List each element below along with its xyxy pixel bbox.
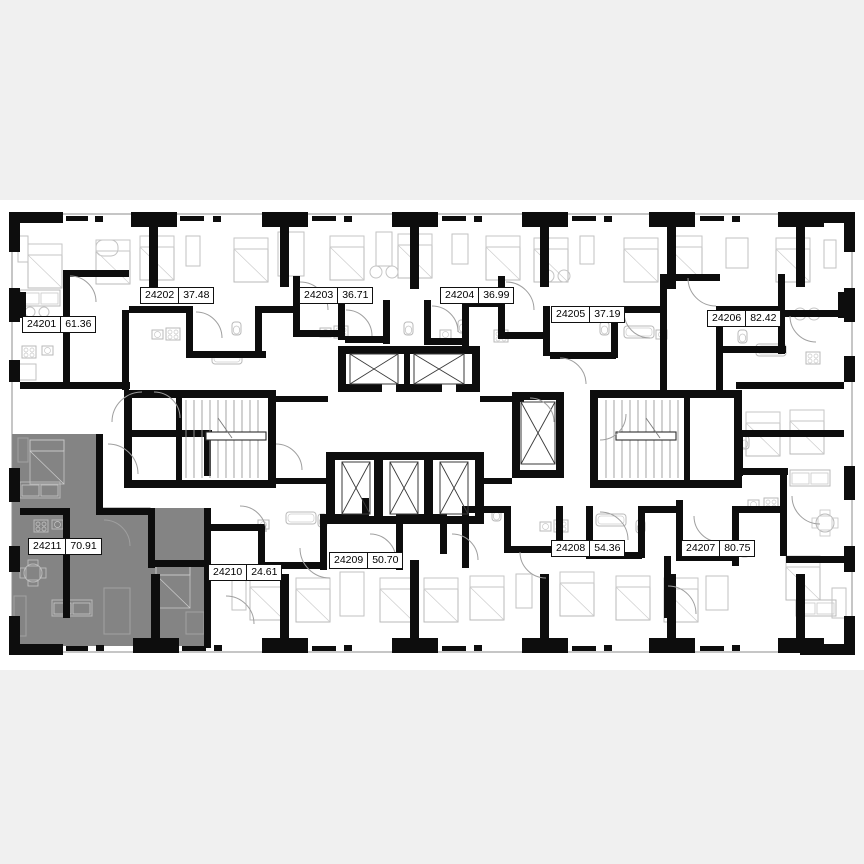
unit-id: 24202 (141, 288, 180, 303)
stair-east-treads (605, 400, 679, 478)
service-elevator-shaft (512, 392, 564, 478)
unit-area: 36.71 (342, 289, 369, 301)
unit-area: 80.75 (724, 542, 751, 554)
door-swings (69, 275, 821, 625)
unit-area: 36.99 (483, 289, 510, 301)
unit-id: 24206 (708, 311, 747, 326)
elevator-bank-lower (326, 452, 484, 524)
unit-area: 61.36 (65, 318, 92, 330)
unit-label-24201[interactable]: 24201 61.36 (22, 316, 97, 333)
stair-west-treads (185, 400, 267, 478)
stair-treads (185, 400, 679, 478)
furniture-layer (13, 231, 847, 637)
unit-area: 37.19 (594, 308, 621, 320)
elevator-car-3 (341, 461, 371, 515)
unit-id: 24205 (552, 307, 591, 322)
unit-label-24205[interactable]: 24205 37.19 (551, 306, 626, 323)
elevator-bank-upper (338, 346, 480, 392)
unit-id: 24208 (552, 541, 591, 556)
elevator-cars (341, 353, 556, 515)
unit-label-24202[interactable]: 24202 37.48 (140, 287, 215, 304)
elevator-car-2 (413, 353, 465, 385)
unit-area: 37.48 (183, 289, 210, 301)
unit-id: 24210 (209, 565, 248, 580)
stair-east-walls (590, 390, 742, 488)
unit-label-24207[interactable]: 24207 80.75 (681, 540, 756, 557)
unit-label-24203[interactable]: 24203 36.71 (299, 287, 374, 304)
stair-west-walls (124, 390, 276, 488)
elevator-car-5 (439, 461, 469, 515)
wall-layer (9, 212, 855, 655)
elevator-car-1 (349, 353, 399, 385)
unit-area: 82.42 (750, 312, 777, 324)
unit-id: 24201 (23, 317, 62, 332)
unit-id: 24207 (682, 541, 721, 556)
facade-piers-sides (9, 288, 855, 572)
unit-label-24208[interactable]: 24208 54.36 (551, 540, 626, 557)
unit-area: 24.61 (251, 566, 278, 578)
unit-id: 24203 (300, 288, 339, 303)
unit-id: 24204 (441, 288, 480, 303)
unit-area: 50.70 (372, 554, 399, 566)
elevator-car-4 (389, 461, 419, 515)
unit-label-24210[interactable]: 24210 24.61 (208, 564, 283, 581)
unit-id: 24211 (29, 539, 67, 554)
unit-label-24206[interactable]: 24206 82.42 (707, 310, 782, 327)
unit-label-24211[interactable]: 24211 70.91 (28, 538, 102, 555)
facade-piers-top (9, 212, 855, 289)
facade-piers-bottom (9, 560, 855, 655)
unit-id: 24209 (330, 553, 369, 568)
unit-label-24209[interactable]: 24209 50.70 (329, 552, 404, 569)
corridor-walls (276, 396, 524, 484)
unit-area: 70.91 (70, 540, 97, 552)
unit-label-24204[interactable]: 24204 36.99 (440, 287, 515, 304)
interior-walls-bottom (20, 430, 844, 648)
unit-area: 54.36 (594, 542, 621, 554)
service-elevator-car (520, 401, 556, 465)
